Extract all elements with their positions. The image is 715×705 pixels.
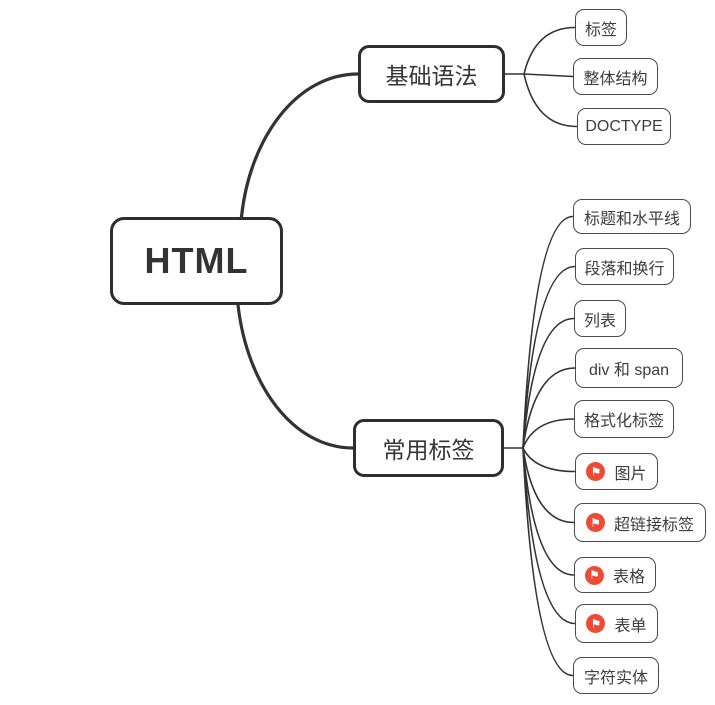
- node-tag[interactable]: 标签: [575, 9, 627, 46]
- node-hyperlink[interactable]: ⚑ 超链接标签: [574, 503, 706, 542]
- node-label-table: 表格: [612, 569, 645, 586]
- node-label-form: 表单: [614, 617, 647, 635]
- edge-common-tags-format-tags: [522, 418, 575, 449]
- edge-root-basic-syntax: [239, 72, 360, 219]
- node-label-list: 列表: [583, 312, 616, 330]
- edge-common-tags-paragraph-br: [522, 265, 576, 449]
- node-doctype[interactable]: DOCTYPE: [577, 108, 671, 145]
- node-label-image: 图片: [614, 465, 647, 483]
- edge-basic-syntax-doctype: [523, 73, 578, 128]
- flag-icon: ⚑: [584, 565, 604, 585]
- edge-common-tags-heading-hr: [522, 215, 574, 449]
- node-heading-hr[interactable]: 标题和水平线: [573, 199, 691, 234]
- node-label-heading-hr: 标题和水平线: [583, 210, 680, 228]
- node-format-tags[interactable]: 格式化标签: [574, 400, 674, 438]
- edge-common-tags-table: [522, 447, 575, 576]
- flag-icon: ⚑: [586, 614, 606, 633]
- node-common-tags[interactable]: 常用标签: [353, 419, 504, 477]
- node-char-entity[interactable]: 字符实体: [573, 657, 659, 694]
- node-html[interactable]: HTML: [110, 217, 283, 305]
- node-label-basic-syntax: 基础语法: [385, 63, 478, 89]
- node-basic-syntax[interactable]: 基础语法: [358, 45, 505, 103]
- edge-root-common-tags: [236, 303, 355, 450]
- node-div-span[interactable]: div 和 span: [575, 348, 683, 388]
- node-label-hyperlink: 超链接标签: [613, 516, 694, 534]
- flag-icon: ⚑: [585, 513, 605, 532]
- node-label-common-tags: 常用标签: [382, 437, 475, 463]
- node-label-overall-structure: 整体结构: [583, 70, 648, 88]
- node-label-tag: 标签: [584, 21, 617, 39]
- node-label-paragraph-br: 段落和换行: [584, 260, 665, 278]
- node-label-doctype: DOCTYPE: [585, 117, 663, 135]
- edge-common-tags-hyperlink: [522, 447, 575, 524]
- edge-common-tags-div-span: [522, 367, 576, 449]
- edge-common-tags-image: [522, 447, 576, 473]
- edge-basic-syntax-tag: [523, 26, 576, 75]
- node-label-char-entity: 字符实体: [583, 669, 648, 687]
- node-label-html: HTML: [144, 240, 249, 281]
- edge-common-tags-list: [522, 317, 575, 449]
- node-image[interactable]: ⚑ 图片: [575, 453, 658, 490]
- edge-common-tags-form: [522, 447, 576, 625]
- node-table[interactable]: ⚑ 表格: [574, 557, 656, 593]
- node-form[interactable]: ⚑ 表单: [575, 604, 658, 643]
- node-label-div-span: div 和 span: [588, 362, 670, 379]
- node-overall-structure[interactable]: 整体结构: [573, 58, 658, 95]
- node-label-format-tags: 格式化标签: [583, 413, 664, 430]
- edge-common-tags-char-entity: [522, 447, 574, 677]
- node-list[interactable]: 列表: [574, 300, 626, 337]
- node-paragraph-br[interactable]: 段落和换行: [575, 248, 674, 285]
- flag-icon: ⚑: [586, 462, 606, 481]
- edge-basic-syntax-overall-structure: [523, 73, 574, 78]
